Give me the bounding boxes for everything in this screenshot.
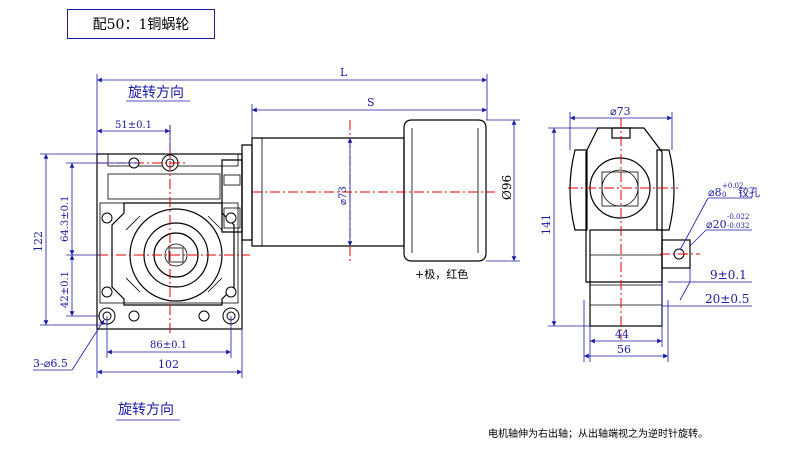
dim-phi8-tol-up: +0.02 [722, 182, 743, 190]
dim-122: 122 [32, 231, 45, 252]
dim-L: L [340, 66, 348, 79]
rotation-note: 电机轴伸为右出轴；从出轴端视之为逆时针旋转。 [488, 427, 708, 440]
motor-end-cap [403, 119, 487, 262]
dim-phi8-note: 铰孔 [738, 185, 760, 199]
dim-86: 86±0.1 [150, 340, 187, 351]
mounting-holes [98, 154, 240, 325]
side-gear-case [589, 229, 663, 327]
title-box-text: 配50：1铜蜗轮 [92, 17, 190, 33]
dim-102: 102 [158, 358, 179, 371]
dim-9: 9±0.1 [710, 268, 747, 282]
dimension-labels: L S 51±0.1 ⌀73 Ø96 122 64.3±0.1 42±0.1 8… [32, 66, 760, 371]
side-view [568, 118, 700, 340]
dim-56: 56 [617, 343, 631, 356]
dim-phi20: ⌀20 [706, 218, 727, 231]
front-view [96, 125, 250, 335]
dimension-lines [33, 74, 752, 378]
dim-S: S [367, 96, 375, 109]
dim-phi8-tol-down: 0 [722, 191, 726, 199]
dim-holes: 3-⌀6.5 [33, 357, 68, 370]
polarity-note: +极，红色 [415, 267, 468, 281]
rotation-label-top: 旋转方向 [128, 85, 184, 101]
dim-phi20-tol-up: -0.022 [727, 213, 749, 221]
dim-51: 51±0.1 [115, 120, 152, 131]
side-housing [585, 127, 663, 283]
motor-body [241, 119, 495, 262]
rotation-label-bottom: 旋转方向 [118, 402, 174, 418]
dim-20: 20±0.5 [705, 292, 749, 306]
dim-141: 141 [540, 214, 553, 235]
dim-64-3: 64.3±0.1 [60, 195, 71, 242]
dim-96: Ø96 [500, 175, 514, 200]
dim-42: 42±0.1 [60, 271, 71, 308]
dim-motor-dia: ⌀73 [338, 186, 349, 205]
dim-side-dia: ⌀73 [610, 105, 631, 118]
title-box: 配50：1铜蜗轮 [67, 9, 215, 39]
dim-phi20-tol-down: -0.032 [727, 222, 749, 230]
dim-phi8: ⌀8 [708, 186, 722, 199]
dim-44: 44 [615, 328, 629, 341]
